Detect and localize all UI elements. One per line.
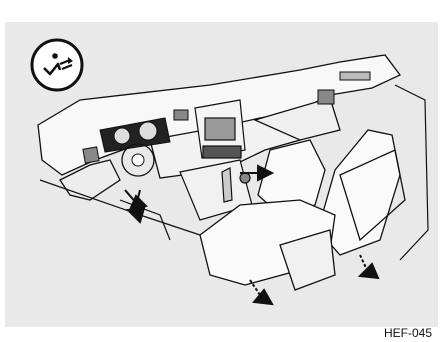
floor-and-face-vent-mode-icon [32,40,82,90]
airflow-arrow-rear-left [250,280,272,304]
figure-code: HEF-045 [384,326,432,340]
airflow-arrow-rear-right [360,255,378,278]
